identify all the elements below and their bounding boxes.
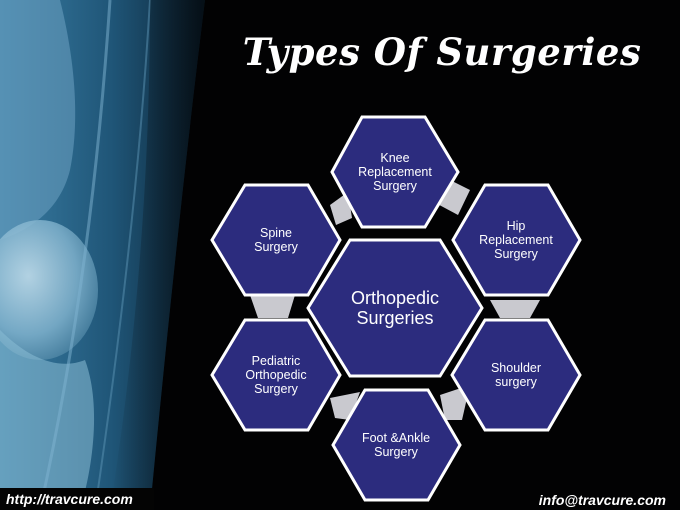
- hex-knee: [330, 115, 460, 229]
- email-link[interactable]: info@travcure.com: [538, 492, 666, 508]
- website-link[interactable]: http://travcure.com: [0, 488, 154, 510]
- hex-pediatric: [210, 318, 342, 432]
- hex-center: [306, 238, 484, 378]
- hex-hip: [451, 183, 582, 297]
- page-title: Types Of Surgeries: [242, 30, 642, 74]
- hex-foot-ankle: [331, 388, 462, 502]
- hex-spine: [210, 183, 342, 297]
- connector-pediatric-spine: [250, 295, 295, 318]
- hex-shoulder: [450, 318, 582, 432]
- connector-hip-shoulder: [490, 300, 540, 318]
